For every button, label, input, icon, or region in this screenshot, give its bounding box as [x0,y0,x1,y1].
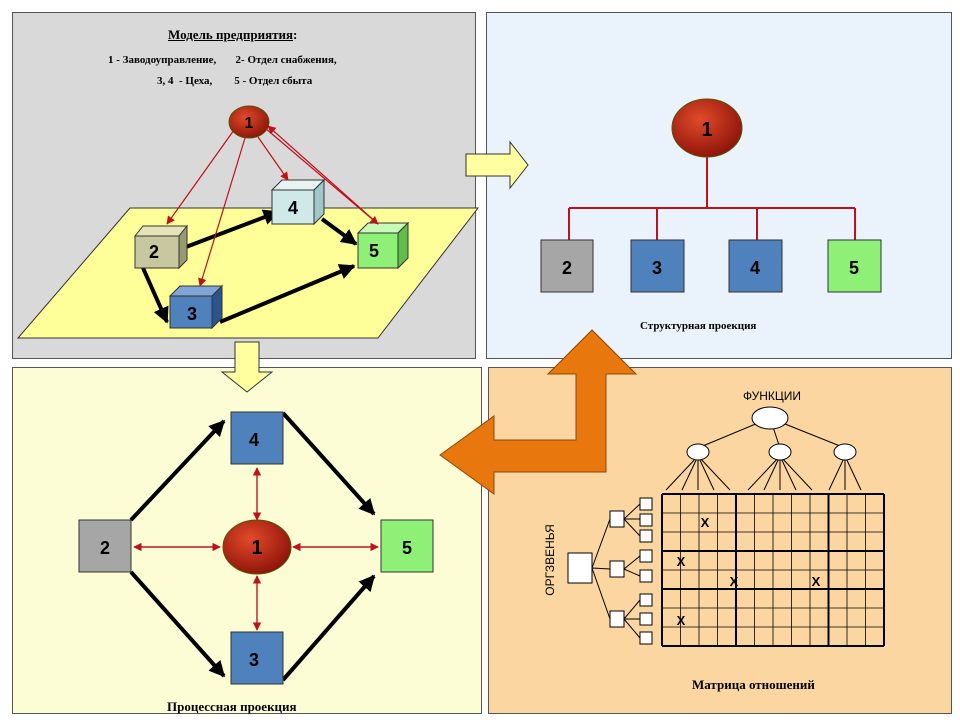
function-tree [665,406,862,491]
org-tree [567,497,653,645]
process-box-3 [230,631,284,685]
model-box-5 [356,221,410,270]
model-node-1 [228,105,270,139]
process-label-3: 3 [249,650,259,670]
structural-tree-lines [568,148,856,240]
structural-caption: Структурная проекция [640,320,757,332]
matrix-mark-5: X [677,613,686,628]
structural-label-3: 3 [652,258,662,278]
process-box-2 [78,519,132,573]
functions-label: ФУНКЦИИ [743,389,801,403]
structural-label-2: 2 [562,258,572,278]
matrix-caption: Матрица отношений [692,677,815,692]
process-label-1: 1 [251,537,262,559]
structural-panel [486,12,952,359]
model-legend-line2: 3, 4 - Цеха, 5 - Отдел сбыта [157,75,313,87]
orgunits-label: ОРГЗВЕНЬЯ [543,524,557,596]
model-box-3 [168,284,224,330]
model-red-arrows [166,125,379,287]
down-block-arrow [220,341,274,393]
structural-label-1: 1 [701,119,712,141]
model-box-4 [270,178,326,226]
process-box-5 [380,519,434,573]
process-box-4 [230,411,284,465]
process-label-4: 4 [249,430,259,450]
model-label-4: 4 [288,198,298,218]
structural-label-5: 5 [849,258,859,278]
matrix-mark-3: X [730,574,739,589]
structural-box-4 [728,239,783,293]
matrix-mark-4: X [812,574,821,589]
process-caption: Процессная проекция [167,699,297,714]
model-flow-arrows [141,209,358,324]
process-flow-arrows [129,411,376,682]
model-legend-line1: 1 - Заводоуправление, 2- Отдел снабжения… [108,54,337,66]
matrix-mark-2: X [677,554,686,569]
model-label-1: 1 [245,115,254,132]
matrix-mark-1: X [701,515,710,530]
matrix-panel [488,367,952,714]
structural-label-4: 4 [750,258,760,278]
structural-box-5 [827,239,882,293]
process-node-1 [222,519,292,575]
process-label-5: 5 [402,538,412,558]
model-box-2 [133,224,189,270]
orange-elbow-arrow [439,329,638,495]
structural-box-3 [630,239,685,293]
process-red-arrows [133,467,379,631]
structural-node-1 [671,98,743,158]
model-label-5: 5 [369,241,379,261]
right-block-arrow [465,140,529,190]
relation-matrix [661,493,885,647]
model-label-2: 2 [149,242,159,262]
structural-box-2 [540,239,594,293]
model-label-3: 3 [187,304,197,324]
model-title: Модель предприятия: [168,27,298,42]
process-label-2: 2 [100,538,110,558]
